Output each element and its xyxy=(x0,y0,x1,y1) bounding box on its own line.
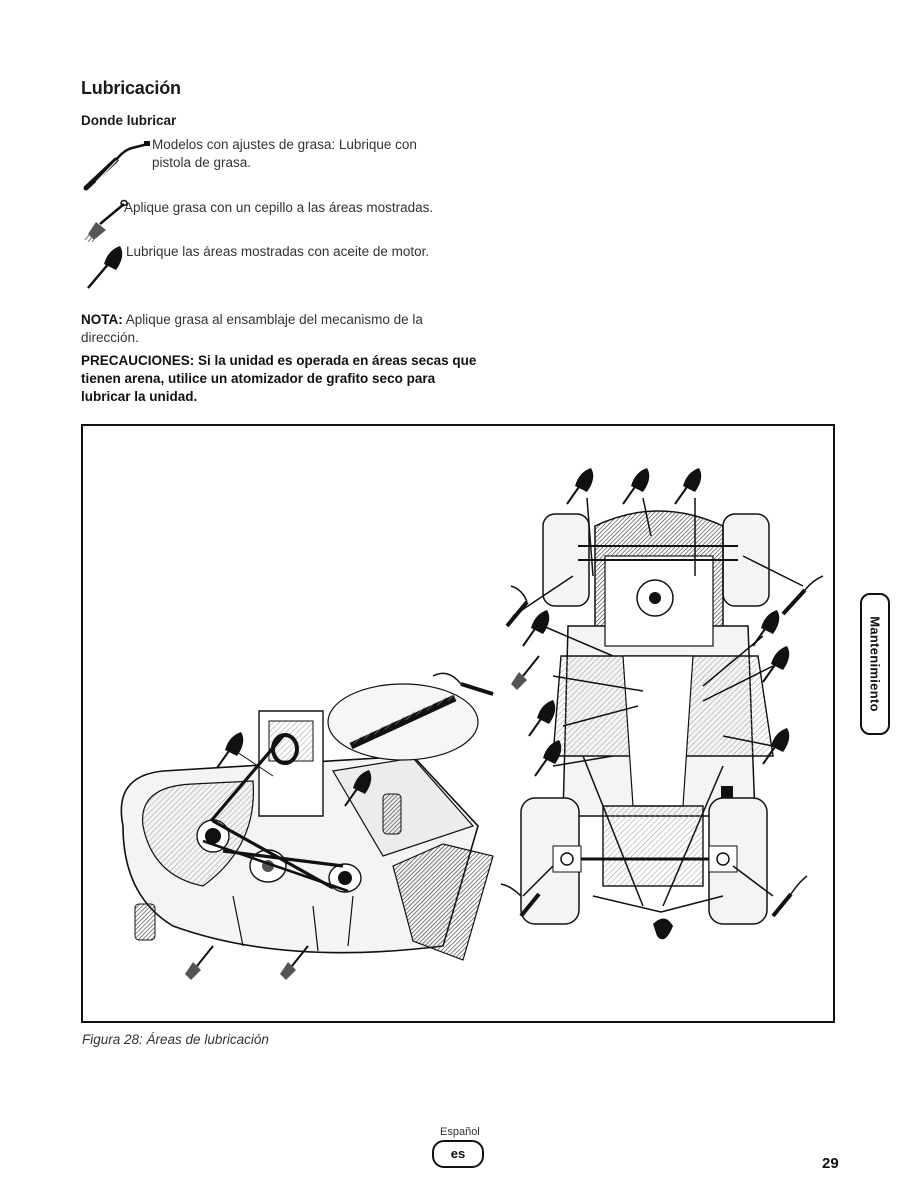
brush-text: Aplique grasa con un cepillo a las áreas… xyxy=(124,200,434,215)
section-tab[interactable]: Mantenimiento xyxy=(860,593,890,735)
grease-gun-icon xyxy=(83,141,150,191)
brush-icon xyxy=(84,199,128,242)
tractor-drawing xyxy=(500,467,824,940)
note-label: NOTA: xyxy=(81,312,123,327)
language-badge: es xyxy=(432,1140,484,1168)
grease-gun-text-2: pistola de grasa. xyxy=(152,155,252,170)
caution-line-2: tienen arena, utilice un atomizador de g… xyxy=(81,371,436,386)
page-number: 29 xyxy=(822,1155,839,1172)
note-text-1: Aplique grasa al ensamblaje del mecanism… xyxy=(125,312,423,327)
section-tab-label: Mantenimiento xyxy=(867,616,883,712)
caution-line-1: PRECAUCIONES: Si la unidad es operada en… xyxy=(81,353,477,368)
subsection-title: Donde lubricar xyxy=(81,113,177,128)
oil-text: Lubrique las áreas mostradas con aceite … xyxy=(126,244,430,259)
note-paragraph: NOTA: Aplique grasa al ensamblaje del me… xyxy=(81,311,461,347)
figure-caption: Figura 28: Áreas de lubricación xyxy=(82,1032,269,1047)
section-title: Lubricación xyxy=(81,78,181,98)
lubrication-figure xyxy=(81,424,835,1023)
note-text-2: dirección. xyxy=(81,330,139,345)
lubrication-diagram xyxy=(120,467,824,981)
caution-paragraph: PRECAUCIONES: Si la unidad es operada en… xyxy=(81,352,481,406)
mower-deck-drawing xyxy=(120,672,494,981)
language-label: Español xyxy=(440,1126,480,1138)
grease-gun-text-1: Modelos con ajustes de grasa: Lubrique c… xyxy=(152,137,417,152)
oil-can-icon xyxy=(87,246,123,289)
caution-line-3: lubricar la unidad. xyxy=(81,389,198,404)
